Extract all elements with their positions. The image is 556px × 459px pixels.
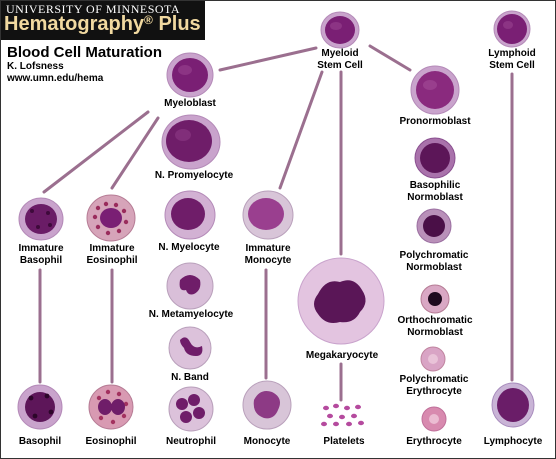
monocyte-cell bbox=[242, 380, 292, 430]
label-erythrocyte: Erythrocyte bbox=[406, 436, 462, 447]
orthochromatic-normoblast-cell bbox=[420, 284, 450, 314]
megakaryocyte-cell bbox=[297, 257, 385, 345]
connector-myeloblast-immature-eosinophil bbox=[110, 116, 160, 190]
lymphoid-stem-cell bbox=[493, 10, 531, 48]
brand-suffix: Plus bbox=[158, 13, 201, 35]
polychromatic-normoblast-cell bbox=[416, 208, 452, 244]
lymphocyte-cell bbox=[491, 382, 535, 428]
eosinophil-cell bbox=[88, 384, 134, 430]
label-eosinophil: Eosinophil bbox=[85, 436, 137, 447]
brand-logo: Hematography® Plus bbox=[4, 13, 201, 36]
connector-myeloid-myeloblast bbox=[218, 46, 318, 72]
brand-registered-mark: ® bbox=[144, 13, 153, 27]
erythrocyte-cell bbox=[421, 406, 447, 432]
source-url: www.umn.edu/hema bbox=[7, 73, 104, 84]
label-n-promyelocyte: N. Promyelocyte bbox=[154, 170, 234, 181]
author: K. Lofsness bbox=[7, 61, 64, 72]
label-n-myelocyte: N. Myelocyte bbox=[158, 242, 220, 253]
myeloblast-cell bbox=[166, 52, 214, 98]
basophil-cell bbox=[17, 384, 63, 430]
connector-myeloid-pronormoblast bbox=[368, 44, 412, 72]
connector-myeloid-immature-monocyte bbox=[278, 70, 324, 190]
university-name: UNIVERSITY OF MINNESOTA bbox=[6, 2, 181, 16]
n-band-cell bbox=[168, 326, 212, 370]
label-myeloblast: Myeloblast bbox=[164, 98, 216, 109]
n-promyelocyte-cell bbox=[161, 114, 221, 170]
immature-basophil-cell bbox=[18, 197, 64, 241]
label-pronormoblast: Pronormoblast bbox=[399, 116, 471, 127]
polychromatic-erythrocyte-cell bbox=[420, 346, 446, 372]
label-n-band: N. Band bbox=[171, 372, 209, 383]
label-n-metamyelocyte: N. Metamyelocyte bbox=[148, 309, 234, 320]
n-metamyelocyte-cell bbox=[166, 262, 214, 310]
label-megakaryocyte: Megakaryocyte bbox=[305, 350, 379, 361]
immature-monocyte-cell bbox=[242, 190, 294, 240]
immature-eosinophil-cell bbox=[86, 194, 136, 242]
neutrophil-cell bbox=[168, 386, 214, 432]
connector-myeloblast-immature-basophil bbox=[42, 110, 150, 194]
diagram-title: Blood Cell Maturation bbox=[7, 44, 162, 61]
platelets-cluster bbox=[321, 403, 364, 427]
basophilic-normoblast-cell bbox=[414, 137, 456, 179]
pronormoblast-cell bbox=[410, 65, 460, 115]
site-banner: UNIVERSITY OF MINNESOTA Hematography® Pl… bbox=[0, 0, 205, 40]
label-basophil: Basophil bbox=[18, 436, 62, 447]
brand-name: Hematography bbox=[4, 13, 145, 35]
label-lymphocyte: Lymphocyte bbox=[483, 436, 543, 447]
myeloid-stem-cell bbox=[320, 11, 360, 49]
label-monocyte: Monocyte bbox=[243, 436, 291, 447]
n-myelocyte-cell bbox=[164, 190, 216, 240]
label-platelets: Platelets bbox=[323, 436, 365, 447]
label-neutrophil: Neutrophil bbox=[166, 436, 216, 447]
